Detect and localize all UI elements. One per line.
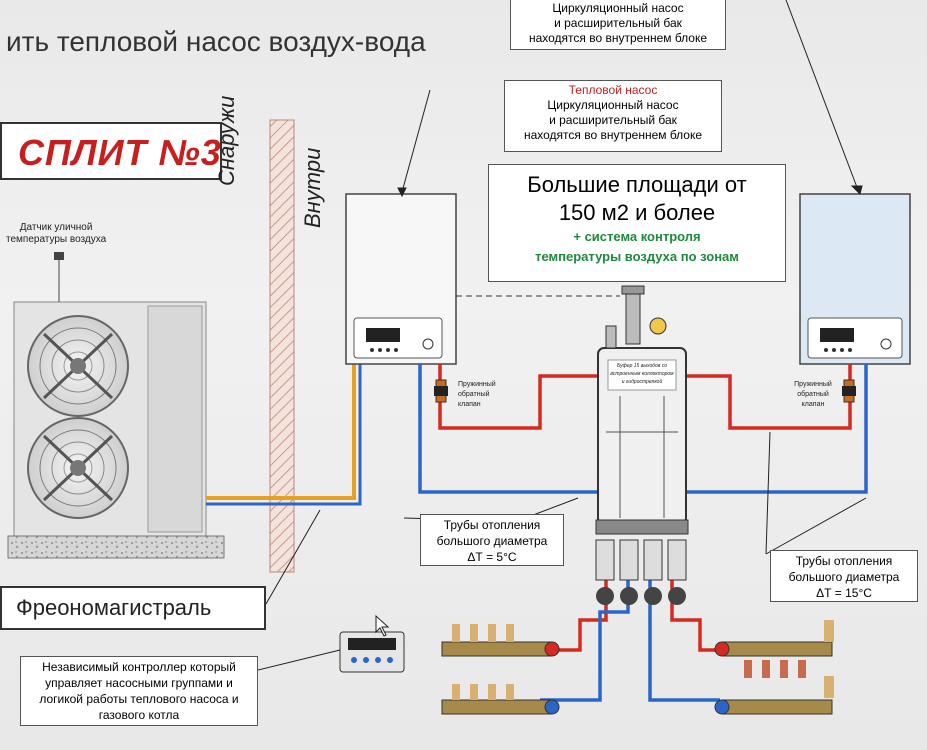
indoor-unit-right bbox=[799, 193, 911, 365]
pipes-right-label: Трубы отопления большого диаметра ΔТ = 1… bbox=[770, 550, 918, 602]
cursor-icon bbox=[375, 614, 390, 637]
big-area-line1: Большие площади от bbox=[527, 172, 747, 197]
outdoor-sensor bbox=[54, 252, 64, 302]
big-area-line2: 150 м2 и более bbox=[558, 200, 716, 225]
check-valve-left-label: Пружинный обратный клапан bbox=[458, 381, 496, 408]
heat-pump-note-title: Тепловой насос bbox=[568, 83, 658, 97]
freon-label-box: Фреономагистраль bbox=[0, 586, 266, 630]
big-area-box: Большие площади от 150 м2 и более + сист… bbox=[488, 164, 786, 282]
sensor-label: Датчик уличной температуры воздуха bbox=[6, 222, 107, 245]
check-valve-right bbox=[842, 379, 856, 403]
manifold-left bbox=[441, 624, 560, 715]
split-label-box: СПЛИТ №3 bbox=[0, 122, 222, 180]
manifold-right bbox=[714, 620, 834, 715]
big-area-line3: + система контроля bbox=[573, 229, 701, 244]
freon-pipe bbox=[206, 362, 356, 500]
inside-label: Внутри bbox=[300, 147, 325, 228]
pump-groups bbox=[595, 539, 687, 605]
buffer-label: Буфер 15 выходов со встроенным коллектор… bbox=[610, 363, 674, 385]
controller-device[interactable] bbox=[339, 631, 405, 673]
outside-label: Снаружи bbox=[214, 95, 239, 186]
check-valve-right-label: Пружинный обратный клапан bbox=[794, 381, 832, 408]
check-valve-left bbox=[434, 379, 448, 403]
freon-label: Фреономагистраль bbox=[16, 595, 212, 620]
heat-pump-note: Тепловой насос Циркуляционный насос и ра… bbox=[504, 80, 722, 152]
page-title: ить тепловой насос воздух-вода bbox=[6, 26, 426, 57]
outdoor-unit bbox=[7, 301, 225, 559]
indoor-unit-left bbox=[345, 193, 457, 365]
split-label: СПЛИТ №3 bbox=[18, 132, 222, 173]
buffer-tank bbox=[595, 285, 689, 535]
pipes-left-label: Трубы отопления большого диаметра ΔТ = 5… bbox=[420, 514, 564, 566]
controller-note: Независимый контроллер который управляет… bbox=[20, 656, 258, 726]
big-area-line4: температуры воздуха по зонам bbox=[535, 249, 739, 264]
top-right-note: Циркуляционный насос и расширительный ба… bbox=[510, 0, 726, 50]
